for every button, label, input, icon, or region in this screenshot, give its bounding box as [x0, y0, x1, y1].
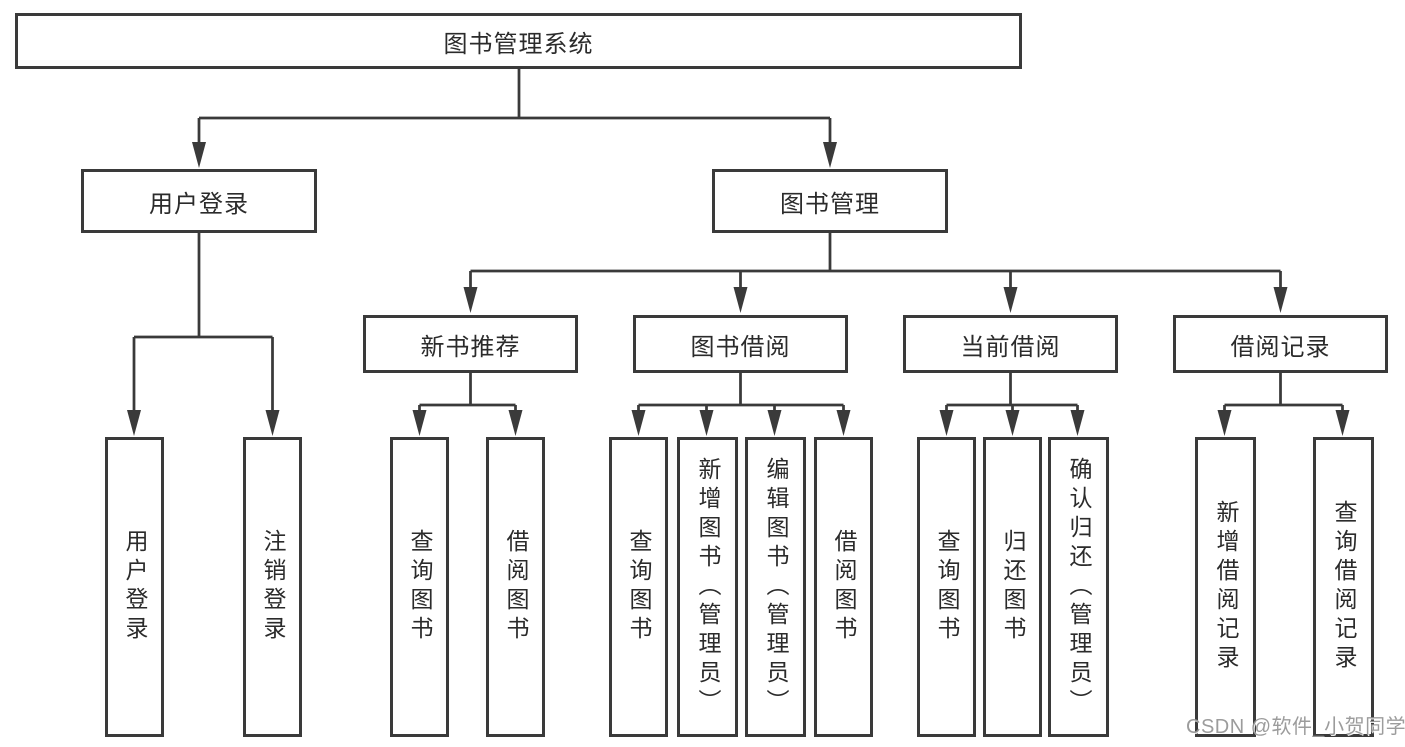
leaf-user-login: 用户登录: [105, 437, 164, 737]
node-borrowing-records-label: 借阅记录: [1230, 333, 1331, 361]
leaf-confirm-return-admin-label: 确认归还（管理员）: [1066, 456, 1092, 718]
leaf-query-books-current: 查询图书: [917, 437, 976, 737]
leaf-add-borrow-record-label: 新增借阅记录: [1213, 500, 1239, 674]
arrowheads: [127, 142, 1350, 436]
leaf-borrow-books: 借阅图书: [814, 437, 873, 737]
leaf-borrow-books-recommend: 借阅图书: [486, 437, 545, 737]
leaf-add-borrow-record: 新增借阅记录: [1195, 437, 1256, 737]
node-user-login: 用户登录: [81, 169, 317, 233]
leaf-borrow-books-recommend-label: 借阅图书: [503, 529, 529, 645]
node-user-login-label: 用户登录: [149, 190, 249, 218]
leaf-user-login-label: 用户登录: [122, 529, 148, 645]
node-current-borrowing: 当前借阅: [903, 315, 1118, 373]
leaf-logout: 注销登录: [243, 437, 302, 737]
leaf-return-books-label: 归还图书: [1000, 529, 1026, 645]
leaf-borrow-books-label: 借阅图书: [831, 529, 857, 645]
leaf-confirm-return-admin: 确认归还（管理员）: [1048, 437, 1109, 737]
leaf-query-books-borrowing-label: 查询图书: [626, 529, 652, 645]
node-new-book-recommend-label: 新书推荐: [420, 333, 521, 361]
node-root: 图书管理系统: [15, 13, 1022, 69]
leaf-add-books-admin-label: 新增图书（管理员）: [695, 456, 721, 718]
node-current-borrowing-label: 当前借阅: [960, 333, 1061, 361]
leaf-logout-label: 注销登录: [260, 529, 286, 645]
leaf-query-books-recommend: 查询图书: [390, 437, 449, 737]
leaf-add-books-admin: 新增图书（管理员）: [677, 437, 738, 737]
node-book-borrowing-label: 图书借阅: [690, 333, 791, 361]
leaf-query-books-current-label: 查询图书: [934, 529, 960, 645]
leaf-edit-books-admin-label: 编辑图书（管理员）: [763, 456, 789, 718]
node-new-book-recommend: 新书推荐: [363, 315, 578, 373]
csdn-watermark: CSDN @软件_小贺同学: [1186, 716, 1405, 738]
leaf-query-borrow-record-label: 查询借阅记录: [1331, 500, 1357, 674]
node-book-management: 图书管理: [712, 169, 948, 233]
leaf-query-books-borrowing: 查询图书: [609, 437, 668, 737]
leaf-edit-books-admin: 编辑图书（管理员）: [745, 437, 806, 737]
node-borrowing-records: 借阅记录: [1173, 315, 1388, 373]
node-book-borrowing: 图书借阅: [633, 315, 848, 373]
node-root-label: 图书管理系统: [443, 30, 594, 58]
leaf-return-books: 归还图书: [983, 437, 1042, 737]
node-book-management-label: 图书管理: [780, 190, 880, 218]
leaf-query-books-recommend-label: 查询图书: [407, 529, 433, 645]
leaf-query-borrow-record: 查询借阅记录: [1313, 437, 1374, 737]
